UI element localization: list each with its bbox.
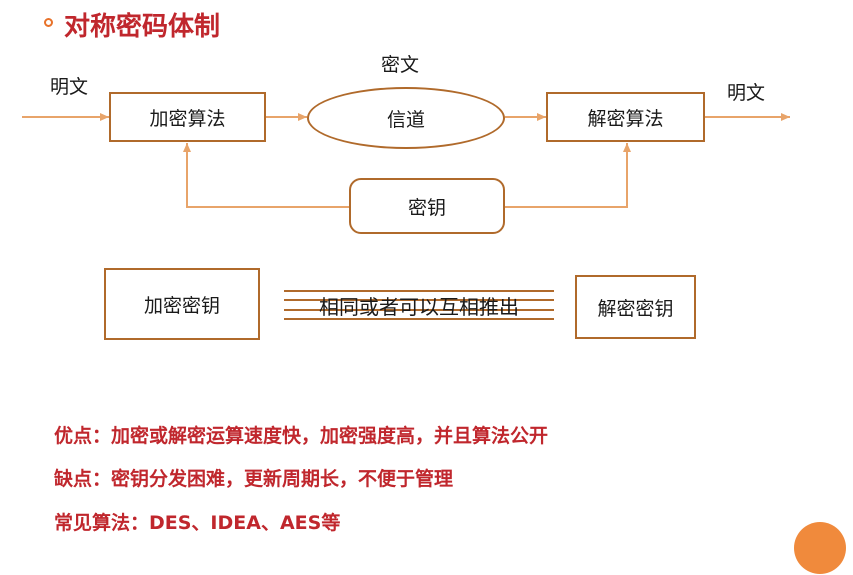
arrow-key-to-decrypt — [505, 143, 631, 208]
channel-oval: 信道 — [307, 87, 505, 149]
key-box: 密钥 — [349, 178, 505, 234]
decrypt-algorithm-box: 解密算法 — [546, 92, 705, 142]
title-bullet-icon — [44, 18, 53, 27]
plaintext-output-label: 明文 — [727, 82, 766, 104]
decrypt-key-box: 解密密钥 — [575, 275, 696, 339]
key-relation-label: 相同或者可以互相推出 — [319, 294, 519, 319]
encrypt-algorithm-box: 加密算法 — [109, 92, 266, 142]
common-algorithms-text: 常见算法：DES、IDEA、AES等 — [54, 512, 341, 534]
cons-text: 缺点：密钥分发困难，更新周期长，不便于管理 — [54, 468, 454, 490]
key-relation-band: 相同或者可以互相推出 — [284, 290, 554, 320]
page-title: 对称密码体制 — [64, 12, 221, 42]
pros-text: 优点：加密或解密运算速度快，加密强度高，并且算法公开 — [54, 425, 549, 447]
ciphertext-label: 密文 — [381, 54, 420, 76]
encrypt-key-box: 加密密钥 — [104, 268, 260, 340]
arrow-key-to-encrypt — [183, 143, 349, 208]
corner-decoration-circle — [794, 522, 846, 574]
plaintext-input-label: 明文 — [50, 76, 89, 98]
